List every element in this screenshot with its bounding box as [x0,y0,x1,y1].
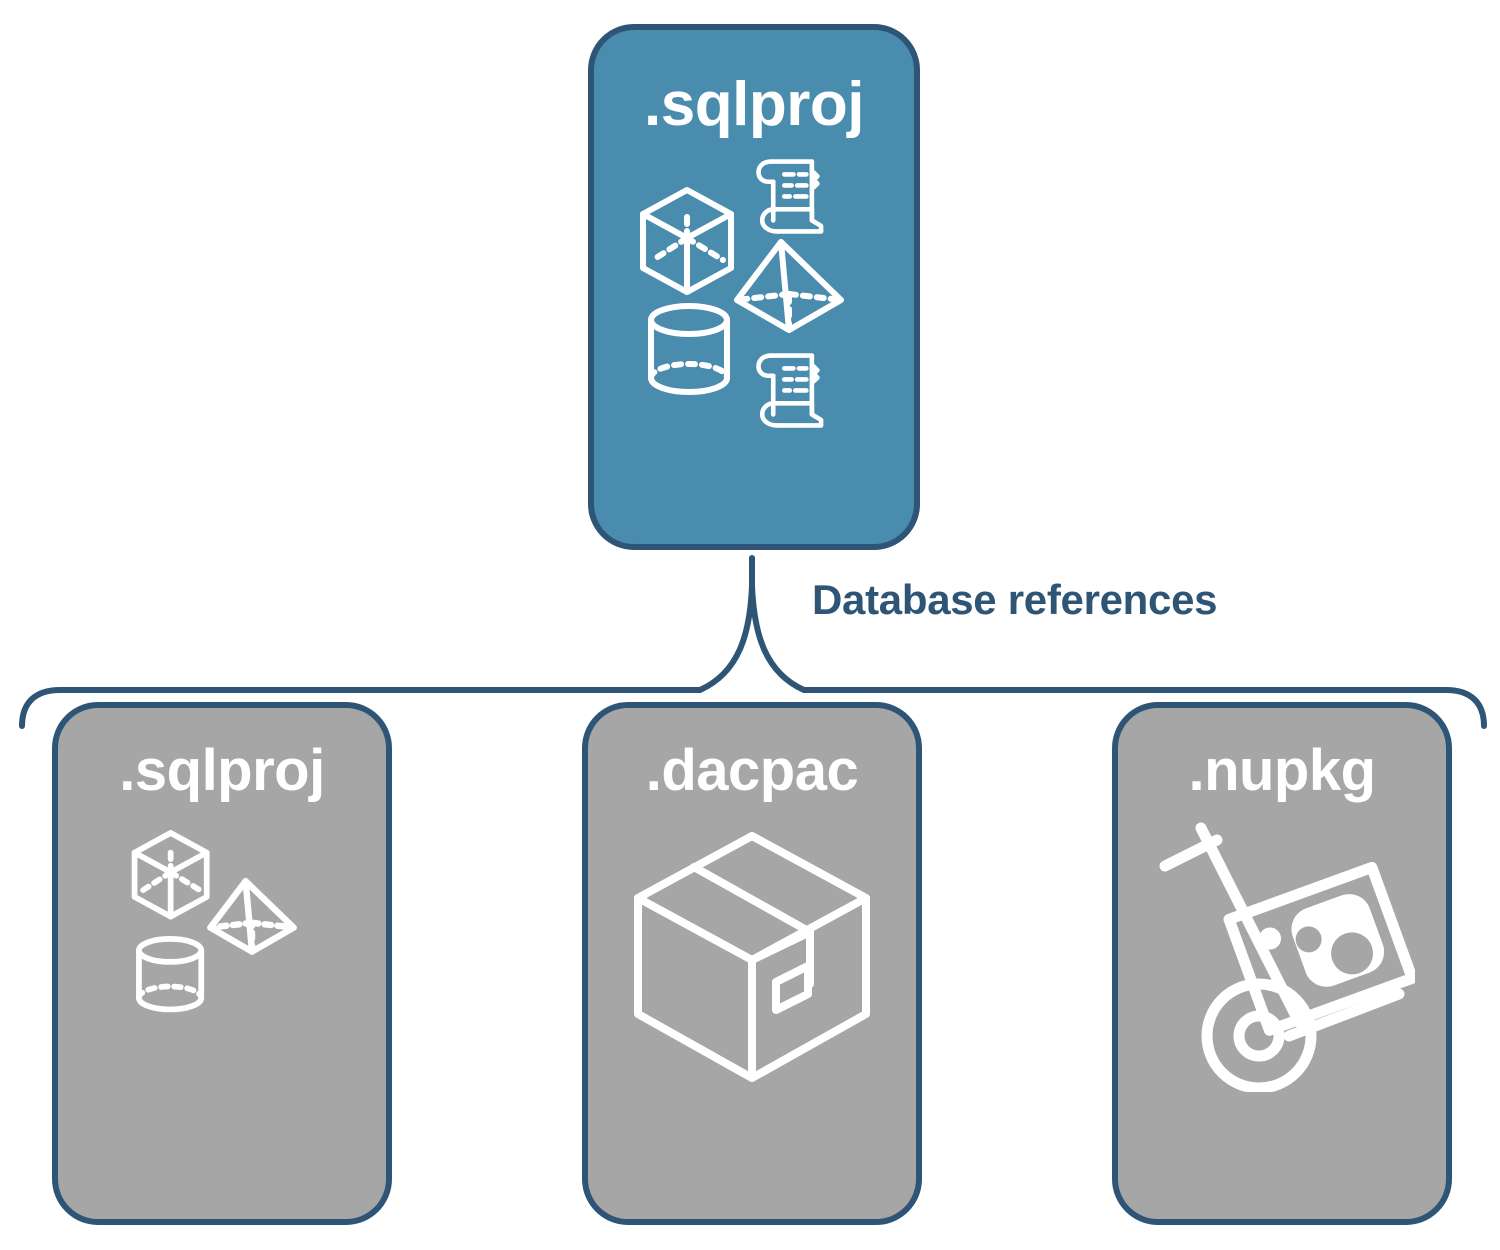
cube-icon [640,187,734,295]
node-dacpac-reference[interactable]: .dacpac [582,702,922,1225]
node-title: .sqlproj [644,70,864,139]
package-box-icon [634,832,870,1082]
node-title: .nupkg [1188,738,1376,803]
pyramid-icon [734,239,844,333]
cylinder-icon [648,303,730,395]
node-artwork [1118,800,1446,1219]
scroll-icon [756,353,824,428]
node-sqlproj-root[interactable]: .sqlproj [588,24,920,550]
node-artwork [594,136,914,544]
connector-label: Database references [812,576,1218,623]
node-title: .dacpac [645,738,859,803]
sql-objects-illustration [640,159,844,428]
nuget-package-icon [1223,861,1415,1036]
hand-truck-icon [1159,822,1405,1092]
cylinder-icon [136,936,205,1013]
nuget-delivery-illustration [1159,822,1415,1092]
scroll-icon [756,159,824,234]
cube-icon [131,830,210,920]
node-sqlproj-reference[interactable]: .sqlproj [52,702,392,1225]
node-title: .sqlproj [119,738,325,803]
pyramid-icon [207,878,297,955]
node-artwork [58,800,386,1219]
package-box-illustration [634,832,870,1082]
sql-objects-illustration [131,830,297,1013]
node-artwork [588,800,916,1219]
node-nupkg-reference[interactable]: .nupkg [1112,702,1452,1225]
